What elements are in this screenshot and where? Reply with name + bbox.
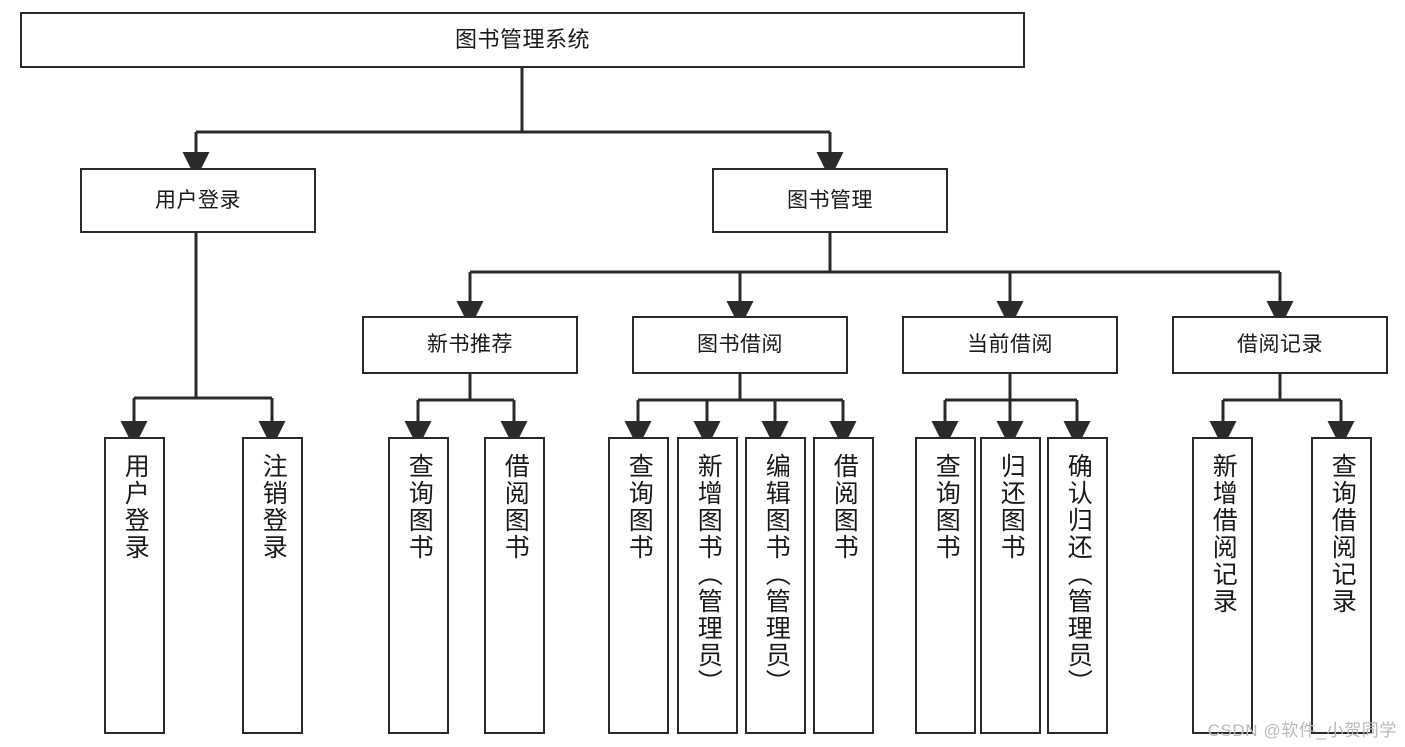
node-label: 查询图书 <box>932 453 961 561</box>
node-label: 图书管理 <box>787 188 873 212</box>
node-label: 查询图书 <box>625 453 654 561</box>
node-label: 查询借阅记录 <box>1328 453 1357 615</box>
node-system-root[interactable]: 图书管理系统 <box>20 12 1025 68</box>
node-book-borrow[interactable]: 图书借阅 <box>632 316 848 374</box>
node-current-borrow[interactable]: 当前借阅 <box>902 316 1118 374</box>
leaf-current-query-book[interactable]: 查询图书 <box>915 437 976 734</box>
node-label: 借阅图书 <box>501 453 530 561</box>
leaf-current-confirm-return[interactable]: 确认归还（管理员） <box>1047 437 1108 734</box>
leaf-user-logout[interactable]: 注销登录 <box>242 437 303 734</box>
leaf-user-login[interactable]: 用户登录 <box>104 437 165 734</box>
node-label: 用户登录 <box>121 453 150 561</box>
leaf-borrow-add-book[interactable]: 新增图书（管理员） <box>677 437 738 734</box>
node-borrow-record[interactable]: 借阅记录 <box>1172 316 1388 374</box>
leaf-new-book-borrow[interactable]: 借阅图书 <box>484 437 545 734</box>
node-book-management[interactable]: 图书管理 <box>712 168 948 233</box>
node-user-login[interactable]: 用户登录 <box>80 168 316 233</box>
leaf-borrow-borrow-book[interactable]: 借阅图书 <box>813 437 874 734</box>
node-label: 归还图书 <box>997 453 1026 561</box>
node-label: 新增借阅记录 <box>1209 453 1238 615</box>
node-label: 当前借阅 <box>967 333 1053 357</box>
node-label: 确认归还（管理员） <box>1064 453 1093 696</box>
node-label: 借阅图书 <box>830 453 859 561</box>
leaf-record-add[interactable]: 新增借阅记录 <box>1192 437 1253 734</box>
node-label: 用户登录 <box>155 188 241 212</box>
node-label: 图书借阅 <box>697 333 783 357</box>
leaf-record-query[interactable]: 查询借阅记录 <box>1311 437 1372 734</box>
node-label: 新书推荐 <box>427 333 513 357</box>
node-label: 注销登录 <box>259 453 288 561</box>
leaf-borrow-query-book[interactable]: 查询图书 <box>608 437 669 734</box>
node-label: 图书管理系统 <box>454 26 590 52</box>
node-label: 借阅记录 <box>1237 333 1323 357</box>
leaf-borrow-edit-book[interactable]: 编辑图书（管理员） <box>745 437 806 734</box>
node-new-book-recommend[interactable]: 新书推荐 <box>362 316 578 374</box>
node-label: 查询图书 <box>405 453 434 561</box>
leaf-current-return-book[interactable]: 归还图书 <box>980 437 1041 734</box>
leaf-new-book-query[interactable]: 查询图书 <box>388 437 449 734</box>
node-label: 新增图书（管理员） <box>694 453 723 696</box>
node-label: 编辑图书（管理员） <box>762 453 791 696</box>
